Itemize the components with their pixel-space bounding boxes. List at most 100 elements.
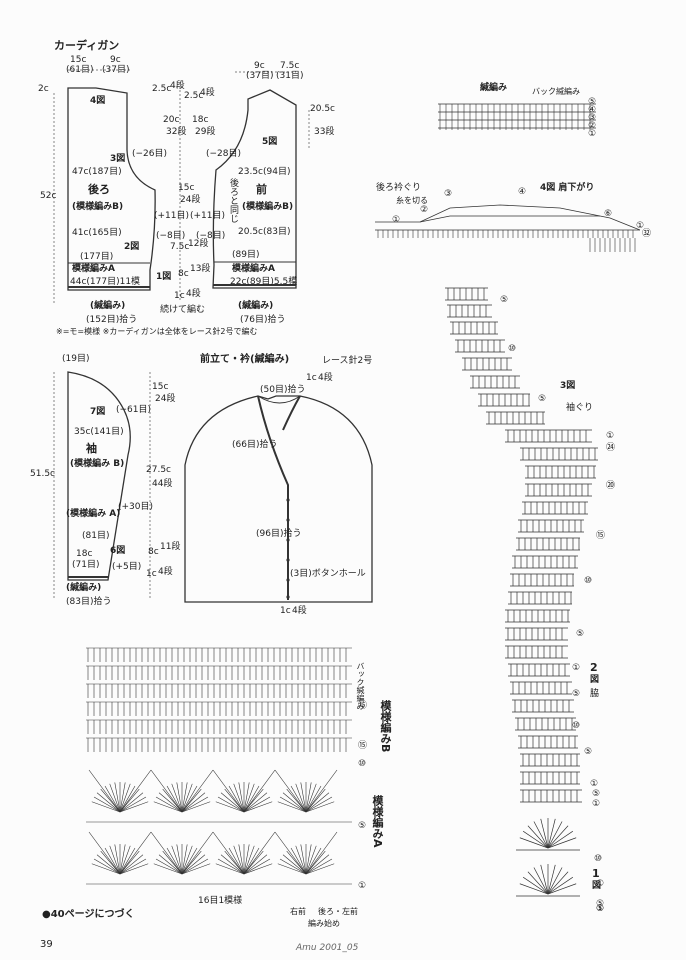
collar-title: 前立て・衿(緘編み) xyxy=(200,354,290,365)
front-back-side: 後ろと同じ xyxy=(228,178,238,223)
back-name: 後ろ xyxy=(88,183,110,196)
armhole-zone-2c: 脇 xyxy=(590,689,600,699)
sleeve-d11: 11段 xyxy=(160,542,181,552)
front-hem-count: (76目)拾う xyxy=(240,315,286,325)
pattern-back-stitch: バック緘編み xyxy=(356,662,365,710)
collar-count-66: (66目)拾う xyxy=(232,440,278,450)
back-top-w2-count: (37目) xyxy=(102,65,130,75)
armhole-row-label: ⑩ xyxy=(584,576,593,586)
sleeve-w71: (71目) xyxy=(72,560,100,570)
back-zone-3: 3図 xyxy=(110,154,126,164)
buttonholes xyxy=(286,498,290,599)
front-pattern: (模様編みB) xyxy=(242,202,294,212)
front-name: 前 xyxy=(256,183,267,196)
sleeve-d8: 8c xyxy=(148,547,159,557)
sleeve-w81: (81目) xyxy=(82,531,110,541)
sleeve-top: (19目) xyxy=(62,354,90,364)
front-zone-5: 5図 xyxy=(262,137,278,147)
front-w75: 7.5c xyxy=(280,61,300,71)
front-w205: 20.5c(83目) xyxy=(238,227,291,237)
mid-join: 続けて編む xyxy=(160,305,206,315)
pattern-row-15b: ⑮ xyxy=(358,741,368,751)
front-w235: 23.5c(94目) xyxy=(238,167,291,177)
back-top-w1-count: (61目) xyxy=(66,65,94,75)
sleeve-d15: 15c xyxy=(152,382,169,392)
armhole-row-label: ⑤ xyxy=(538,394,547,404)
back-hem: (緘編み) xyxy=(90,301,126,311)
pattern-right-front: 右前 xyxy=(290,907,306,916)
mid-4c: 4段 xyxy=(186,289,201,299)
notes: ※=モ=模様 ※カーディガンは全体をレース針2号で編む xyxy=(56,327,258,336)
back-top-w1: 15c xyxy=(70,55,87,65)
sleeve-d4: 4段 xyxy=(158,567,173,577)
pattern-repeat: 16目1模様 xyxy=(198,896,243,906)
pattern-row-10: ⑩ xyxy=(358,759,367,769)
back-zone-4: 4図 xyxy=(90,96,106,106)
back-width-44: 44c(177目)11模 xyxy=(70,277,141,287)
pattern-back: 後ろ・左前 xyxy=(318,907,358,916)
front-band-right xyxy=(282,395,301,431)
neck-curve xyxy=(257,395,301,404)
sleeve-w18: 18c xyxy=(76,549,93,559)
edge-title: 緘編み xyxy=(480,83,508,93)
pattern-start: 編み始め xyxy=(308,919,340,928)
armhole-zone-1: 1 xyxy=(592,867,600,880)
armhole-row-label: ⑤ xyxy=(596,899,605,909)
cardigan-assembly-outline xyxy=(184,395,373,603)
collar-buttonhole: (3目)ボタンホール xyxy=(290,569,366,579)
mid-4b: 4段 xyxy=(200,88,215,98)
footer-continue: ●40ページにつづく xyxy=(42,909,135,920)
edge-chart xyxy=(438,103,596,129)
footer-source: Amu 2001_05 xyxy=(296,943,359,953)
pattern-row-1: ① xyxy=(358,881,367,891)
mid-32: 32段 xyxy=(166,127,187,137)
shoulder-n1: ① xyxy=(392,215,401,225)
armhole-chart xyxy=(445,287,598,897)
armhole-row-label: ⑤ xyxy=(500,295,509,305)
armhole-title: 3図 xyxy=(560,381,576,391)
armhole-row-label: ⑤ xyxy=(572,689,581,699)
front-h33: 33段 xyxy=(314,127,335,137)
back-width-41: 41c(165目) xyxy=(72,228,122,238)
shoulder-chart xyxy=(375,204,641,231)
armhole-row-label: ⑤ xyxy=(584,747,593,757)
edge-n4: ④ xyxy=(588,105,597,115)
armhole-row-label: ⑤ xyxy=(592,789,601,799)
mid-24: 24段 xyxy=(180,195,201,205)
edge-back-stitch: バック緘編み xyxy=(532,87,580,96)
shoulder-n4: ④ xyxy=(518,187,527,197)
back-pattern: (模様編みB) xyxy=(72,202,124,212)
back-height-52: 52c xyxy=(40,191,57,201)
back-zone-2: 2図 xyxy=(124,242,140,252)
front-w9: 9c xyxy=(254,61,265,71)
back-hem-count: (152目)拾う xyxy=(86,315,138,325)
sleeve-zone-6: 6図 xyxy=(110,546,126,556)
footer-page: 39 xyxy=(40,939,53,950)
armhole-row-label: ① xyxy=(606,431,615,441)
pattern-row-5: ⑤ xyxy=(358,821,367,831)
armhole-zone-2: 2 xyxy=(590,661,598,674)
front-w75-count: (31目) xyxy=(276,71,304,81)
sleeve-name: 袖 xyxy=(86,442,97,455)
shoulder-back-neck: 後ろ衿ぐり xyxy=(376,183,422,193)
shoulder-n6: ⑥ xyxy=(604,209,613,219)
mid-25b: 2.5c xyxy=(184,91,204,101)
sleeve-outline xyxy=(67,371,131,581)
shoulder-n2: ② xyxy=(420,205,429,215)
front-hem: (緘編み) xyxy=(238,301,274,311)
sleeve-hem: (緘編み) xyxy=(66,583,102,593)
dimension-lines xyxy=(53,69,310,598)
back-pattern-a: 模様編みA xyxy=(72,264,115,274)
back-top-w2: 9c xyxy=(110,55,121,65)
back-width-177: (177目) xyxy=(80,252,114,262)
mid-25a: 2.5c xyxy=(152,84,172,94)
collar-d1c: 1c xyxy=(306,373,317,383)
front-piece-outline xyxy=(212,89,297,289)
edge-n5: ⑤ xyxy=(588,97,597,107)
sleeve-pattern-a: (模様編み A) xyxy=(66,509,121,519)
mid-1c: 1c xyxy=(174,291,185,301)
mid-8c: 8c xyxy=(178,269,189,279)
shoulder-fasten: 糸を切る xyxy=(396,196,428,205)
armhole-subtitle: 袖ぐり xyxy=(566,403,594,413)
